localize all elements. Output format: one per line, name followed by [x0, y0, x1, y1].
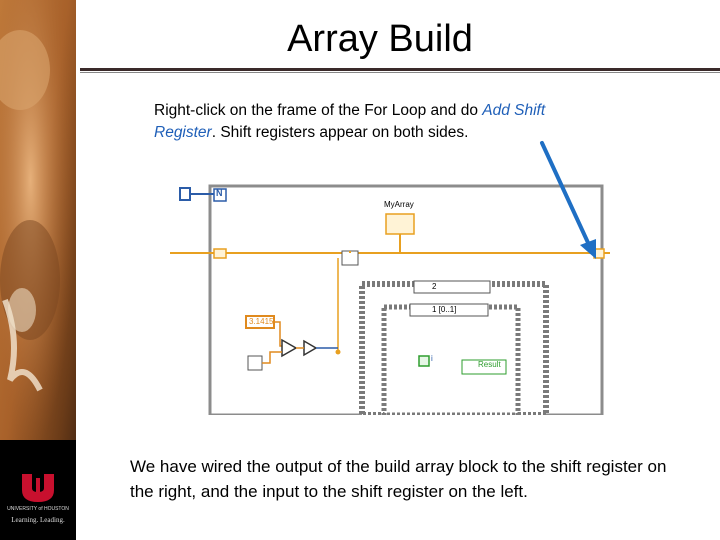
inner-frame[interactable]	[381, 304, 521, 415]
labview-block-diagram: N MyArray 3.1415 2 1 [0..1] i Result	[170, 180, 610, 415]
top-caption: Right-click on the frame of the For Loop…	[154, 100, 634, 144]
wire-junction	[335, 349, 341, 355]
build-array-node[interactable]	[341, 250, 359, 266]
logo-text-2: Learning. Leading.	[11, 516, 65, 524]
case-selector-label: 2	[432, 282, 437, 291]
logo-text-1: UNIVERSITY of HOUSTON	[7, 506, 69, 512]
numeric-constant-label: 3.1415	[249, 317, 274, 326]
iteration-terminal[interactable]	[418, 355, 430, 367]
top-caption-emph1: Add Shift	[482, 102, 546, 119]
iteration-label: i	[431, 354, 433, 363]
constant-wire	[274, 321, 282, 347]
university-logo	[4, 470, 72, 532]
case-selector[interactable]	[413, 280, 491, 294]
result-indicator[interactable]	[461, 359, 507, 375]
left-shift-register[interactable]	[213, 248, 227, 259]
left-image-panel: UNIVERSITY of HOUSTON Learning. Leading.	[0, 0, 76, 540]
top-caption-post: . Shift registers appear on both sides.	[211, 124, 469, 141]
top-caption-emph2: Register	[154, 124, 212, 141]
array-indicator-label: MyArray	[384, 200, 414, 209]
title-divider	[80, 68, 720, 71]
block-diagram-canvas	[170, 184, 610, 415]
round-node[interactable]	[303, 339, 318, 357]
inner-selector[interactable]	[409, 303, 489, 317]
result-label: Result	[478, 360, 501, 369]
top-caption-pre: Right-click on the frame of the For Loop…	[154, 102, 483, 119]
multiply-node[interactable]	[281, 338, 298, 358]
author-label: de la Rosa-Pohl	[0, 451, 72, 462]
pointer-arrow	[540, 141, 596, 259]
loop-count-constant[interactable]	[179, 187, 191, 201]
loop-count-label: N	[216, 188, 223, 198]
random-wire	[262, 351, 282, 364]
myarray-indicator[interactable]	[385, 213, 415, 235]
random-node[interactable]	[247, 355, 263, 371]
inner-selector-label: 1 [0..1]	[432, 305, 457, 314]
bottom-caption: We have wired the output of the build ar…	[130, 457, 667, 501]
for-loop-frame[interactable]	[208, 184, 604, 415]
title-divider-thin	[80, 72, 720, 73]
slide-title: Array Build	[287, 18, 473, 60]
